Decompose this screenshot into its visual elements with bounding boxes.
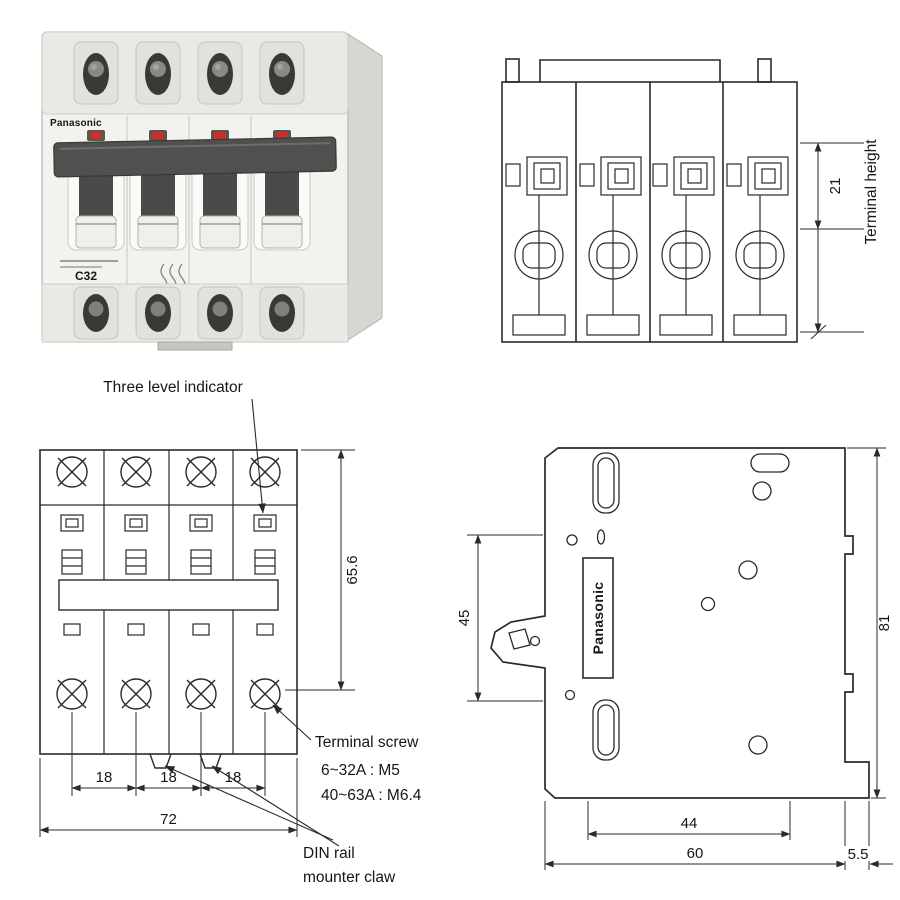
frontview-body <box>501 58 798 343</box>
top-view-drawing: Three level indicator 65.6 18 18 18 72 T… <box>15 372 460 900</box>
case-rivet-4 <box>748 735 768 755</box>
terminal-screw-spec-1: 6~32A : M5 <box>321 762 400 779</box>
topview-leader-lines <box>164 398 340 847</box>
dim-rear-tab-5-5: 5.5 <box>848 846 869 863</box>
front-view-svg: 21 Terminal height <box>501 58 880 343</box>
product-photo: Panasonic C32 <box>30 18 390 358</box>
terminal-height-label: Terminal height <box>863 139 880 245</box>
dim-pitch-18-2: 18 <box>160 769 177 786</box>
dim-5-5-backing <box>843 846 875 861</box>
dim-terminal-height-value: 21 <box>827 178 844 195</box>
dim-height-65-6: 65.6 <box>344 555 361 584</box>
body-side-face <box>347 33 383 341</box>
side-view-svg: Panasonic 45 81 44 60 <box>456 447 893 870</box>
dim-pitch-18-1: 18 <box>96 769 113 786</box>
topview-dimensions <box>39 449 355 837</box>
din-claws <box>149 753 222 769</box>
terminal-screw-spec-2: 40~63A : M6.4 <box>321 787 422 804</box>
sideview-dimensions <box>467 447 893 870</box>
frontview-modules <box>505 156 789 336</box>
dim-depth-60: 60 <box>687 845 704 862</box>
dim-pitch-18-3: 18 <box>225 769 242 786</box>
three-level-indicator-label: Three level indicator <box>103 379 243 396</box>
din-claw-lever <box>508 628 531 650</box>
sideview-outline <box>490 447 870 799</box>
dim-inner-depth-44: 44 <box>681 815 698 832</box>
mount-slot-bottom <box>592 699 620 761</box>
dim-overall-height-81: 81 <box>876 615 893 632</box>
front-view-drawing: 21 Terminal height <box>462 42 897 367</box>
ganged-toggle-bar <box>58 579 279 611</box>
top-ear <box>750 453 790 473</box>
nameplate-brand: Panasonic <box>590 582 606 655</box>
mount-slot-top <box>592 452 620 514</box>
toggle-bar <box>53 136 337 178</box>
din-rail-label-line2: mounter claw <box>303 869 396 886</box>
dim-claw-height-45: 45 <box>456 610 473 627</box>
brand-logo: Panasonic <box>50 118 102 129</box>
terminal-screw-label: Terminal screw <box>315 734 419 751</box>
claw-pivot <box>529 635 541 647</box>
top-view-svg: Three level indicator 65.6 18 18 18 72 T… <box>39 379 422 886</box>
sideview-details <box>508 452 790 761</box>
case-rivet-2 <box>738 560 758 580</box>
product-photo-svg: Panasonic C32 <box>41 31 383 351</box>
din-claw-photo <box>157 341 233 351</box>
side-view-drawing: Panasonic 45 81 44 60 <box>445 418 900 900</box>
dim-total-width-72: 72 <box>160 811 177 828</box>
frontview-dimensions <box>800 142 864 340</box>
panasonic-nameplate: Panasonic <box>582 557 614 679</box>
rating-marking: C32 <box>75 269 97 283</box>
din-rail-label-line1: DIN rail <box>303 845 355 862</box>
case-rivet-1 <box>752 481 772 501</box>
case-rivet-3 <box>700 596 716 612</box>
